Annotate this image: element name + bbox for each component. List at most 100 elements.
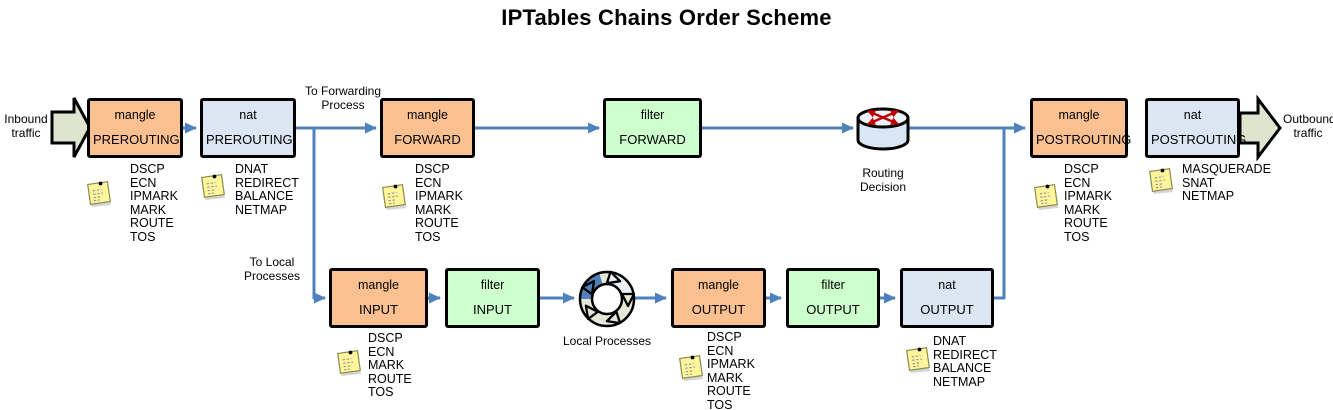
- outbound-traffic-arrow: [1238, 94, 1282, 162]
- local-processes-icon: [578, 270, 636, 328]
- note-line: ROUTE: [368, 371, 412, 386]
- table-label: mangle: [698, 278, 739, 292]
- note-line: TOS: [368, 385, 394, 399]
- note-line: TOS: [707, 397, 733, 410]
- box-nat-prerouting: nat PREROUTING: [200, 98, 296, 158]
- inbound-traffic-arrow: [50, 97, 92, 158]
- box-filter-forward: filter FORWARD: [603, 98, 702, 158]
- note-line: ROUTE: [707, 384, 751, 398]
- chain-label: INPUT: [359, 302, 398, 317]
- note-mangle-forward-targets: DSCP ECN IPMARK MARK ROUTE TOS: [415, 162, 463, 244]
- box-mangle-prerouting: mangle PREROUTING: [87, 98, 183, 158]
- sticky-note-icon: [198, 171, 228, 201]
- table-label: mangle: [114, 108, 156, 122]
- table-label: nat: [938, 278, 956, 292]
- note-line: DSCP: [415, 162, 450, 176]
- note-line: ECN: [130, 175, 157, 190]
- box-mangle-postrouting: mangle POSTROUTING: [1030, 98, 1132, 158]
- note-mangle-prerouting-targets: DSCP ECN IPMARK MARK ROUTE TOS: [130, 162, 178, 244]
- note-line: ROUTE: [415, 216, 459, 230]
- table-label: mangle: [407, 108, 448, 122]
- note-line: MARK: [368, 358, 405, 372]
- note-line: TOS: [130, 229, 156, 244]
- note-line: BALANCE: [235, 189, 294, 203]
- note-line: REDIRECT: [235, 175, 299, 190]
- table-label: nat: [239, 108, 257, 122]
- note-mangle-output-targets: DSCP ECN IPMARK MARK ROUTE TOS: [707, 330, 755, 410]
- sticky-note-icon: [903, 344, 933, 374]
- note-line: DNAT: [933, 334, 967, 348]
- box-mangle-output: mangle OUTPUT: [671, 268, 766, 328]
- diagram-title: IPTables Chains Order Scheme: [501, 5, 832, 30]
- sticky-note-icon: [334, 347, 364, 377]
- to-local-processes-label: To Local Processes: [243, 255, 301, 283]
- note-line: BALANCE: [933, 361, 992, 375]
- note-line: DSCP: [1064, 162, 1099, 176]
- note-line: ECN: [368, 344, 395, 359]
- connector-branch-to-input: [312, 128, 326, 304]
- sticky-note-icon: [1146, 165, 1176, 195]
- note-line: MARK: [130, 202, 167, 217]
- chain-label: INPUT: [473, 302, 512, 317]
- note-line: DNAT: [235, 162, 269, 176]
- chain-label: FORWARD: [619, 132, 686, 147]
- note-line: IPMARK: [707, 357, 755, 371]
- note-line: NETMAP: [1182, 189, 1235, 203]
- note-nat-postrouting-targets: MASQUERADE SNAT NETMAP: [1182, 162, 1271, 204]
- note-line: NETMAP: [235, 202, 288, 217]
- note-line: MARK: [707, 370, 744, 385]
- outbound-traffic-label: Outbound traffic: [1283, 112, 1333, 140]
- note-line: ECN: [707, 343, 734, 358]
- box-mangle-input: mangle INPUT: [329, 268, 428, 328]
- box-nat-output: nat OUTPUT: [900, 268, 994, 328]
- note-line: REDIRECT: [933, 347, 997, 362]
- note-line: ECN: [1064, 175, 1091, 190]
- to-forwarding-process-label: To Forwarding Process: [304, 84, 382, 112]
- note-line: TOS: [415, 229, 441, 244]
- table-label: mangle: [358, 278, 399, 292]
- table-label: filter: [640, 108, 665, 122]
- table-label: nat: [1183, 108, 1202, 122]
- sticky-note-icon: [84, 178, 114, 208]
- note-line: ROUTE: [130, 216, 174, 230]
- note-line: TOS: [1064, 229, 1090, 244]
- note-nat-output-targets: DNAT REDIRECT BALANCE NETMAP: [933, 334, 997, 389]
- chain-label: OUTPUT: [920, 302, 974, 317]
- note-mangle-postrouting-targets: DSCP ECN IPMARK MARK ROUTE TOS: [1064, 162, 1112, 244]
- note-line: ECN: [415, 175, 442, 190]
- note-line: MASQUERADE: [1182, 162, 1271, 176]
- inbound-traffic-label: Inbound traffic: [4, 112, 48, 140]
- sticky-note-icon: [379, 181, 409, 211]
- table-label: mangle: [1058, 108, 1100, 122]
- chain-label: OUTPUT: [806, 302, 860, 317]
- note-line: DSCP: [130, 162, 165, 176]
- routing-decision-icon: [856, 107, 910, 151]
- table-label: filter: [821, 278, 845, 292]
- chain-label: FORWARD: [394, 132, 461, 147]
- note-line: IPMARK: [415, 189, 463, 203]
- chain-label: OUTPUT: [691, 302, 746, 317]
- note-line: IPMARK: [130, 189, 178, 203]
- box-mangle-forward: mangle FORWARD: [380, 98, 475, 158]
- note-nat-prerouting-targets: DNAT REDIRECT BALANCE NETMAP: [235, 162, 299, 217]
- box-nat-postrouting: nat POSTROUTING: [1145, 98, 1246, 158]
- connector-nat-output-to-postrouting: [992, 128, 1006, 300]
- note-line: DSCP: [368, 331, 403, 345]
- box-filter-output: filter OUTPUT: [786, 268, 880, 328]
- chain-label: PREROUTING: [93, 132, 180, 147]
- note-line: MARK: [415, 202, 452, 217]
- table-label: filter: [480, 278, 505, 292]
- note-line: ROUTE: [1064, 216, 1108, 230]
- note-line: NETMAP: [933, 374, 986, 389]
- local-processes-label: Local Processes: [562, 334, 652, 348]
- note-line: MARK: [1064, 202, 1101, 217]
- box-filter-input: filter INPUT: [445, 268, 540, 328]
- note-line: DSCP: [707, 330, 742, 344]
- sticky-note-icon: [1031, 181, 1061, 211]
- note-mangle-input-targets: DSCP ECN MARK ROUTE TOS: [368, 331, 412, 400]
- chain-label: PREROUTING: [206, 132, 293, 147]
- sticky-note-icon: [676, 352, 706, 382]
- chain-label: POSTROUTING: [1036, 132, 1132, 147]
